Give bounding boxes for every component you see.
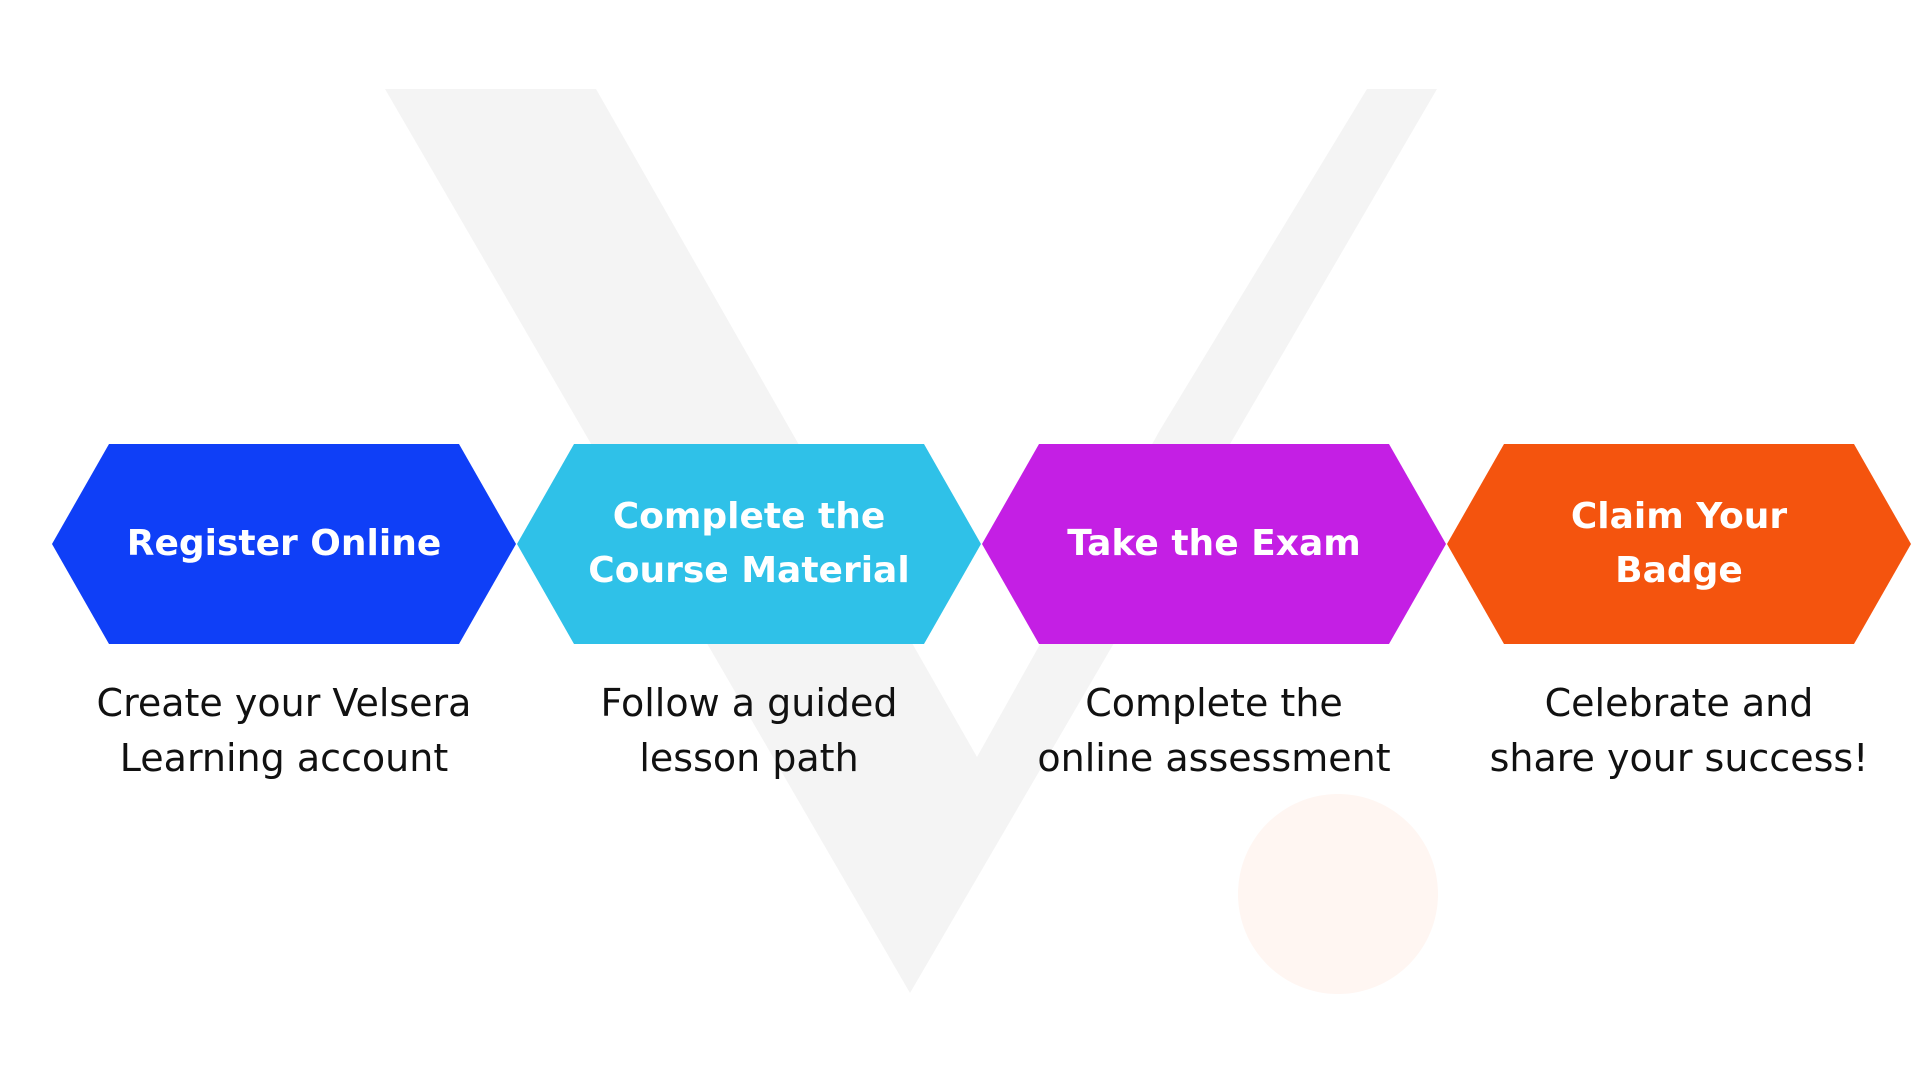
step-title: Complete the Course Material [588, 496, 910, 591]
step-take-the-exam: Take the Exam [982, 444, 1446, 644]
step-complete-course-material: Complete the Course Material [517, 444, 981, 644]
step-title: Claim Your Badge [1570, 496, 1788, 591]
step-hexagon-shape [1447, 444, 1911, 644]
step-title: Register Online [126, 523, 442, 564]
step-title: Take the Exam [1067, 523, 1361, 564]
step-register-online: Register Online [52, 444, 516, 644]
watermark-v-shape [385, 89, 1437, 993]
step-description: Follow a guided lesson path [600, 681, 898, 780]
step-description: Complete the online assessment [1037, 681, 1391, 780]
watermark-dot [1238, 794, 1438, 994]
step-description: Create your Velsera Learning account [96, 681, 472, 780]
step-claim-your-badge: Claim Your Badge [1447, 444, 1911, 644]
step-description: Celebrate and share your success! [1489, 681, 1869, 780]
step-hexagon-shape [52, 444, 516, 644]
step-hexagon-shape [517, 444, 981, 644]
step-hexagon-shape [982, 444, 1446, 644]
